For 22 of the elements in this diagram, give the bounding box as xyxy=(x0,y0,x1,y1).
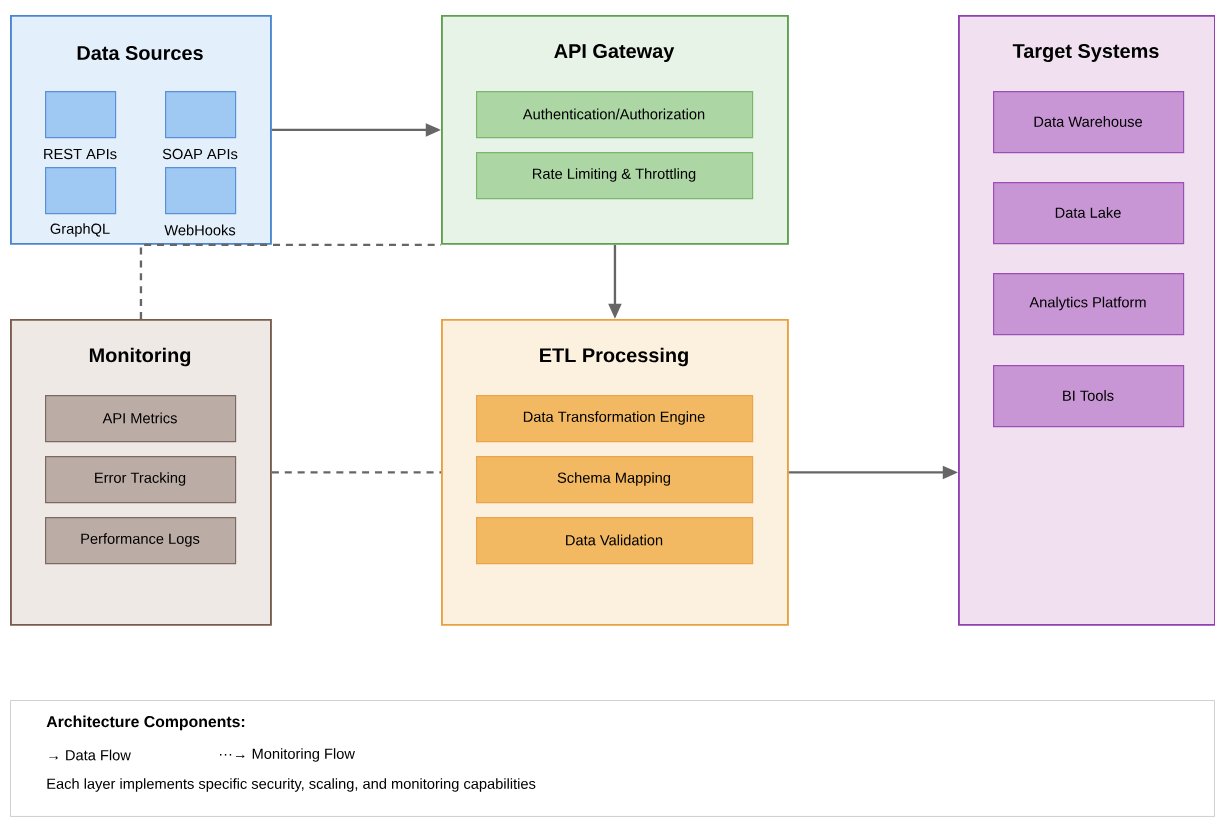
component-box: Data Transformation Engine xyxy=(476,395,754,443)
component-box: BI Tools xyxy=(993,365,1185,428)
component-box: Schema Mapping xyxy=(476,456,754,504)
component-box: Authentication/Authorization xyxy=(476,91,754,139)
component-box: API Metrics xyxy=(45,395,237,443)
source-tile: SOAP APIs xyxy=(162,91,238,160)
component-box: Analytics Platform xyxy=(993,273,1185,336)
node-label: GraphQL xyxy=(50,223,110,237)
node-label: SOAP APIs xyxy=(162,148,238,160)
component-box: Performance Logs xyxy=(45,517,237,565)
component-box: Data Warehouse xyxy=(993,91,1185,154)
node-label: REST APIs xyxy=(44,148,117,160)
component-box: Data Validation xyxy=(476,517,754,565)
source-tile: REST APIs xyxy=(44,91,117,160)
component-box: Rate Limiting & Throttling xyxy=(476,152,754,200)
component-box: Data Lake xyxy=(993,182,1185,245)
source-tile: GraphQL xyxy=(45,167,117,237)
source-tile: WebHooks xyxy=(164,167,237,236)
component-box: Error Tracking xyxy=(45,456,237,504)
node-label: WebHooks xyxy=(164,224,236,236)
legend-panel: Architecture Components: → Data Flow ···→ Monitoring Flow Each layer implements specific security, scaling, and monitoring capabilities xyxy=(10,700,1215,817)
dashed-line xyxy=(271,471,441,474)
